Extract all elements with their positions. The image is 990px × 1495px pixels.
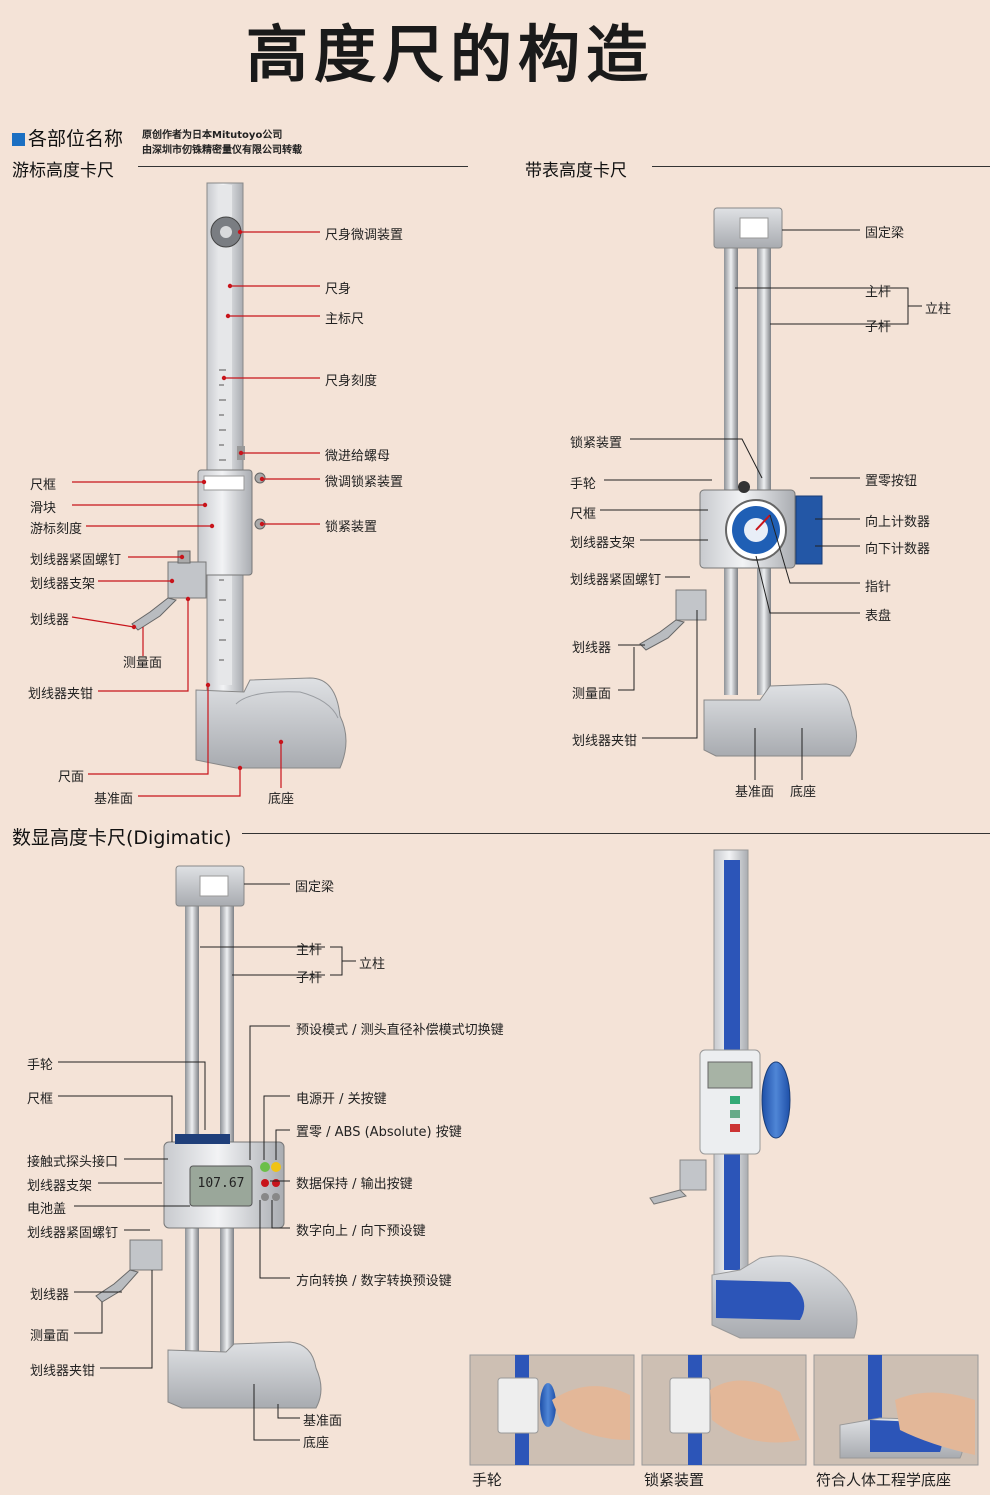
digi-label-scriber: 划线器	[30, 1288, 70, 1303]
vernier-label-beam-fine-adjust: 尺身微调装置	[325, 228, 404, 243]
dial-label-handwheel: 手轮	[570, 477, 597, 492]
credit-line-1: 原创作者为日本Mitutoyo公司	[142, 130, 283, 141]
photo-base	[813, 1354, 979, 1466]
square-bullet-icon	[12, 133, 25, 146]
divider	[242, 833, 990, 834]
section-heading-text: 各部位名称	[28, 128, 124, 150]
digimatic-display-readout: 107.67	[197, 1176, 245, 1191]
photo-handwheel	[469, 1354, 635, 1466]
digi-label-digit-preset: 数字向上 / 向下预设键	[296, 1224, 426, 1239]
dial-label-dial-face: 表盘	[865, 609, 892, 624]
dial-leaders	[600, 229, 922, 780]
digi-label-reference-face: 基准面	[303, 1414, 343, 1429]
dial-label-scriber-bracket: 划线器支架	[570, 536, 636, 551]
dial-label-sub-post: 子杆	[865, 320, 892, 335]
vernier-label-slider: 滑块	[30, 501, 57, 516]
digi-label-handwheel: 手轮	[27, 1058, 54, 1073]
divider	[652, 166, 990, 167]
vernier-label-scriber: 划线器	[30, 613, 70, 628]
dial-gauge-drawing	[639, 207, 857, 757]
dial-label-scriber-clamp: 划线器夹钳	[572, 734, 638, 749]
vernier-label-scriber-bracket: 划线器支架	[30, 577, 96, 592]
dial-label-zero-button: 置零按钮	[865, 474, 918, 489]
photo-caption-handwheel: 手轮	[472, 1471, 503, 1489]
dial-label-base: 底座	[790, 785, 817, 800]
digi-label-fixed-beam: 固定梁	[295, 880, 335, 895]
digi-label-scriber-screw: 划线器紧固螺钉	[27, 1226, 119, 1241]
vernier-label-main-scale: 主标尺	[325, 312, 365, 327]
dial-label-main-post: 主杆	[865, 285, 892, 300]
vernier-label-beam: 尺身	[325, 282, 352, 297]
digi-label-power: 电源开 / 关按键	[296, 1092, 387, 1107]
divider	[138, 166, 468, 167]
digi-label-measuring-face: 测量面	[30, 1329, 70, 1344]
dial-heading: 带表高度卡尺	[525, 161, 627, 181]
photo-caption-lock: 锁紧装置	[644, 1471, 705, 1489]
vernier-heading: 游标高度卡尺	[12, 161, 114, 181]
vernier-label-lock: 锁紧装置	[325, 520, 378, 535]
dial-label-down-counter: 向下计数器	[865, 542, 931, 557]
digi-label-sub-post: 子杆	[296, 971, 323, 986]
vernier-label-graduation: 尺身刻度	[325, 374, 378, 389]
page-title: 高度尺的构造	[245, 18, 654, 91]
digimatic-photo-drawing	[649, 849, 858, 1339]
digi-label-base: 底座	[303, 1436, 330, 1451]
credit-line-2: 由深圳市仞铢精密量仪有限公司转载	[142, 145, 302, 156]
vernier-label-feed-nut: 微进给螺母	[325, 449, 391, 464]
digi-label-preset-mode: 预设模式 / 测头直径补偿模式切换键	[296, 1023, 504, 1038]
vernier-label-vernier-scale: 游标刻度	[30, 522, 83, 537]
digi-label-column: 立柱	[359, 957, 386, 972]
section-heading: 各部位名称	[12, 124, 123, 151]
vernier-leaders	[71, 231, 320, 797]
dial-label-up-counter: 向上计数器	[865, 515, 931, 530]
photo-lock	[641, 1354, 807, 1466]
digi-label-slider-frame: 尺框	[27, 1092, 54, 1107]
digi-label-direction: 方向转换 / 数字转换预设键	[296, 1274, 452, 1289]
dial-label-scriber: 划线器	[572, 641, 612, 656]
vernier-label-slider-frame: 尺框	[30, 478, 57, 493]
digimatic-leaders	[58, 883, 356, 1441]
digi-label-scriber-bracket: 划线器支架	[27, 1179, 93, 1194]
dial-label-scriber-screw: 划线器紧固螺钉	[570, 573, 662, 588]
vernier-label-scriber-clamp: 划线器夹钳	[28, 687, 94, 702]
dial-label-measuring-face: 测量面	[572, 687, 612, 702]
vernier-gauge-drawing	[131, 182, 347, 769]
dial-label-slider-frame: 尺框	[570, 507, 597, 522]
dial-label-pointer: 指针	[865, 580, 892, 595]
dial-label-fixed-beam: 固定梁	[865, 226, 905, 241]
digi-label-battery-cover: 电池盖	[27, 1202, 67, 1217]
vernier-label-beam-face: 尺面	[58, 770, 85, 785]
vernier-label-scriber-screw: 划线器紧固螺钉	[30, 553, 122, 568]
digi-label-zero-abs: 置零 / ABS (Absolute) 按键	[296, 1125, 462, 1140]
digi-label-probe-port: 接触式探头接口	[27, 1155, 119, 1170]
digi-label-main-post: 主杆	[296, 943, 323, 958]
vernier-label-reference-face: 基准面	[94, 792, 134, 807]
vernier-label-fine-lock: 微调锁紧装置	[325, 475, 404, 490]
dial-label-reference-face: 基准面	[735, 785, 775, 800]
dial-label-lock: 锁紧装置	[570, 436, 623, 451]
vernier-label-measuring-face: 测量面	[123, 656, 163, 671]
digi-label-data-hold: 数据保持 / 输出按键	[296, 1177, 413, 1192]
vernier-label-base: 底座	[268, 792, 295, 807]
credit-note: 原创作者为日本Mitutoyo公司 由深圳市仞铢精密量仪有限公司转载	[142, 128, 302, 158]
digimatic-heading: 数显高度卡尺(Digimatic)	[12, 827, 232, 849]
digi-label-scriber-clamp: 划线器夹钳	[30, 1364, 96, 1379]
photo-caption-base: 符合人体工程学底座	[816, 1471, 952, 1489]
digimatic-gauge-drawing	[95, 865, 322, 1409]
dial-label-column: 立柱	[925, 302, 952, 317]
